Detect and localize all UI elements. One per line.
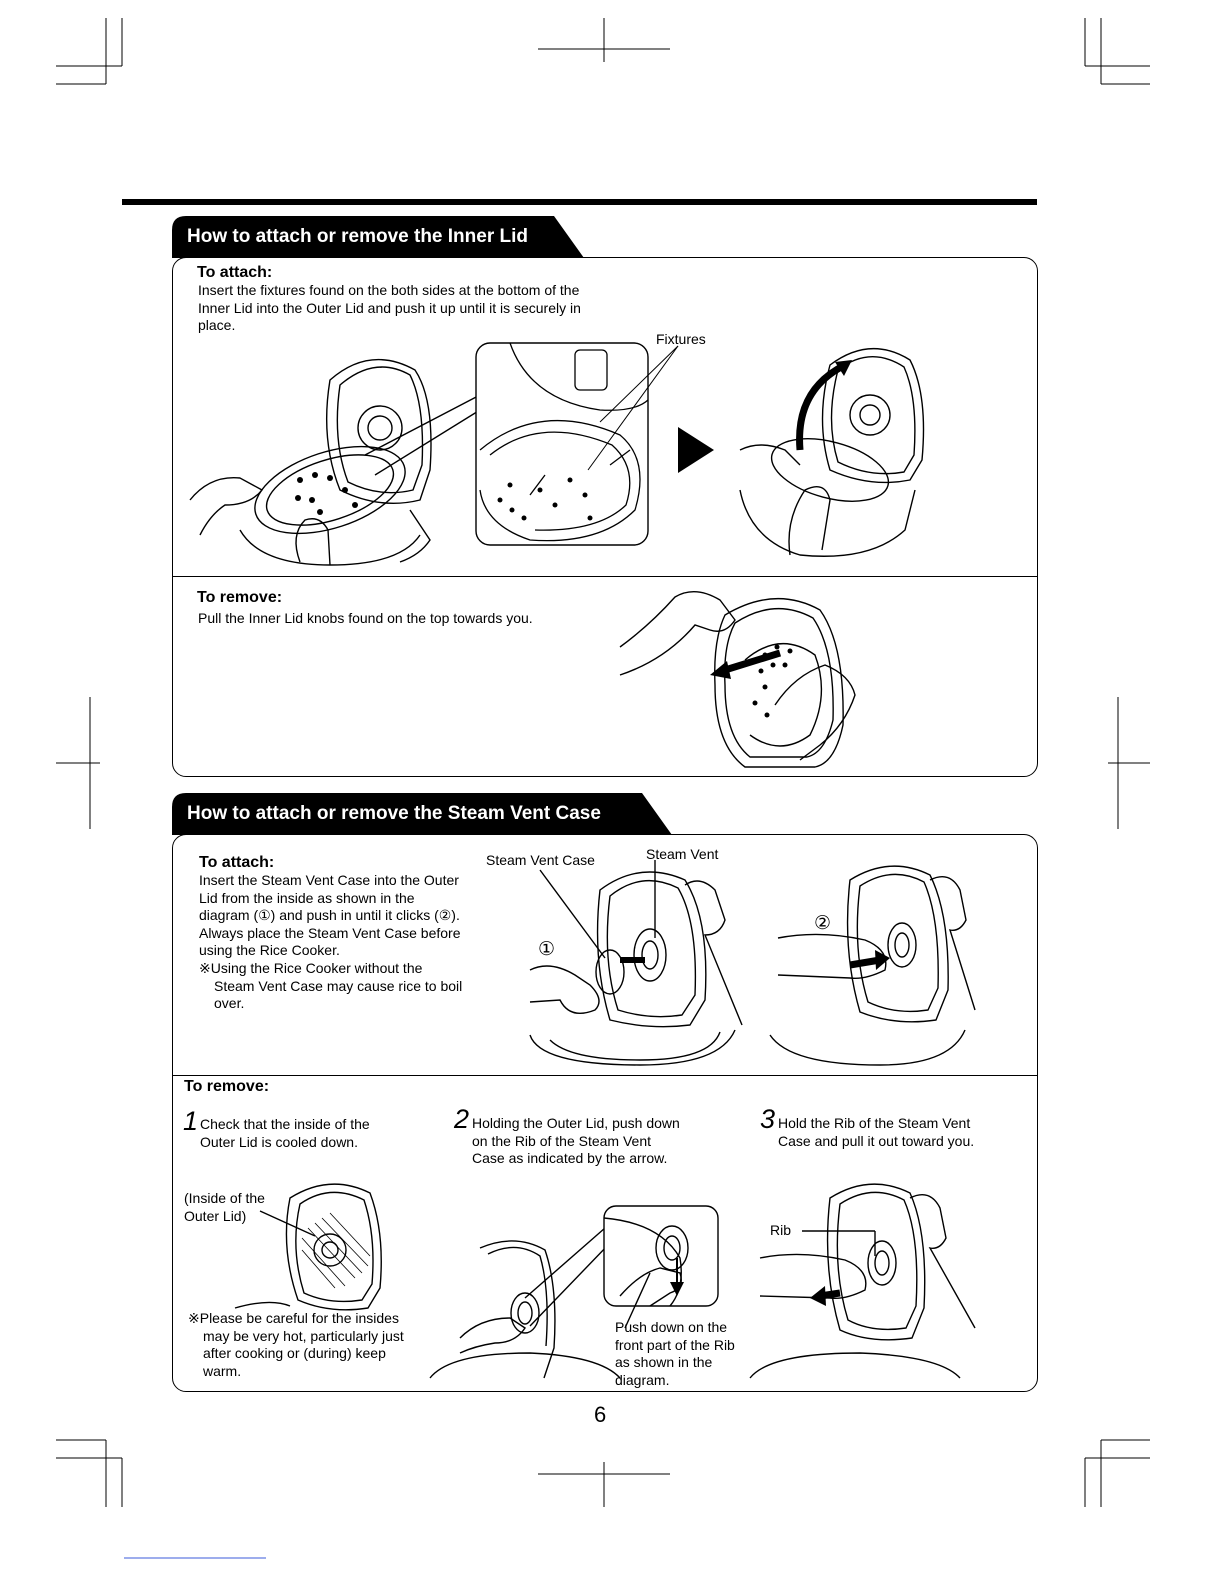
- inner-lid-section-title: How to attach or remove the Inner Lid: [187, 226, 528, 247]
- steam-vent-attach-heading: To attach:: [199, 854, 275, 871]
- step-3-line: Hold the Rib of the Steam Vent: [778, 1115, 971, 1131]
- inner-lid-section-header: How to attach or remove the Inner Lid: [172, 216, 584, 258]
- inside-outer-lid-label: (Inside of the Outer Lid): [184, 1190, 265, 1225]
- push-line: front part of the Rib: [615, 1336, 735, 1353]
- attach-line: Always place the Steam Vent Case before: [199, 924, 461, 941]
- steam-vent-divider: [173, 1075, 1037, 1076]
- step-text-1: Check that the inside of the Outer Lid i…: [200, 1116, 370, 1151]
- inner-lid-panel: [172, 257, 1038, 777]
- step-number-2: 2: [454, 1104, 470, 1134]
- steam-vent-label: Steam Vent: [646, 846, 719, 862]
- push-line: diagram.: [615, 1371, 670, 1388]
- attach-note-line: ※Using the Rice Cooker without the: [199, 959, 423, 976]
- rib-label: Rib: [770, 1222, 792, 1238]
- steam-vent-remove-illustration: [234, 1183, 976, 1379]
- inner-lid-divider: [173, 576, 1037, 577]
- steam-vent-case-label: Steam Vent Case: [486, 852, 595, 868]
- fixtures-label: Fixtures: [656, 331, 706, 347]
- inside-label-line: Outer Lid): [184, 1207, 247, 1224]
- inner-lid-remove-heading: To remove:: [197, 589, 283, 606]
- inner-lid-remove-illustration: [619, 591, 856, 768]
- step-2-line: Case as indicated by the arrow.: [472, 1150, 668, 1167]
- step-text-2: Holding the Outer Lid, push down on the …: [472, 1115, 680, 1168]
- attach-line: Insert the Steam Vent Case into the Oute…: [199, 872, 459, 888]
- step-2-line: on the Rib of the Steam Vent: [472, 1132, 652, 1149]
- page-number: 6: [594, 1402, 607, 1427]
- attach-line: using the Rice Cooker.: [199, 942, 340, 959]
- step-2-line: Holding the Outer Lid, push down: [472, 1115, 680, 1131]
- step-number-1: 1: [183, 1106, 199, 1136]
- attach-note-line: over.: [214, 995, 245, 1012]
- step-marker-2: ②: [814, 913, 832, 934]
- step-3-line: Case and pull it out toward you.: [778, 1132, 975, 1149]
- caution-line: warm.: [203, 1362, 242, 1379]
- steam-vent-section-title: How to attach or remove the Steam Vent C…: [187, 803, 601, 824]
- inner-lid-remove-text: Pull the Inner Lid knobs found on the to…: [198, 610, 533, 626]
- steam-vent-remove-heading: To remove:: [184, 1078, 270, 1095]
- step-1-line: Check that the inside of the: [200, 1116, 370, 1132]
- attach-note-line: Steam Vent Case may cause rice to boil: [214, 977, 463, 994]
- steam-vent-section-header: How to attach or remove the Steam Vent C…: [172, 793, 672, 835]
- step-number-3: 3: [760, 1104, 776, 1134]
- step-marker-1: ①: [538, 939, 556, 960]
- caution-line: may be very hot, particularly just: [203, 1327, 404, 1344]
- push-down-note: Push down on the front part of the Rib a…: [615, 1319, 735, 1389]
- caution-note: ※Please be careful for the insides may b…: [188, 1310, 404, 1380]
- step-1-line: Outer Lid is cooled down.: [200, 1133, 358, 1150]
- inside-label-line: (Inside of the: [184, 1190, 265, 1206]
- steam-vent-attach-illustration: [529, 860, 976, 1066]
- step-text-3: Hold the Rib of the Steam Vent Case and …: [778, 1115, 974, 1150]
- push-line: as shown in the: [615, 1354, 713, 1371]
- caution-line: after cooking or (during) keep: [203, 1345, 386, 1362]
- caution-line: ※Please be careful for the insides: [188, 1310, 399, 1326]
- attach-line: diagram (①) and push in until it clicks …: [199, 907, 460, 924]
- push-line: Push down on the: [615, 1319, 728, 1335]
- attach-line: Lid from the inside as shown in the: [199, 889, 415, 906]
- inner-lid-attach-text: Insert the fixtures found on the both si…: [198, 282, 581, 334]
- inner-lid-attach-illustration: [189, 342, 925, 566]
- steam-vent-attach-text: Insert the Steam Vent Case into the Oute…: [199, 872, 489, 1013]
- inner-lid-attach-heading: To attach:: [197, 264, 273, 281]
